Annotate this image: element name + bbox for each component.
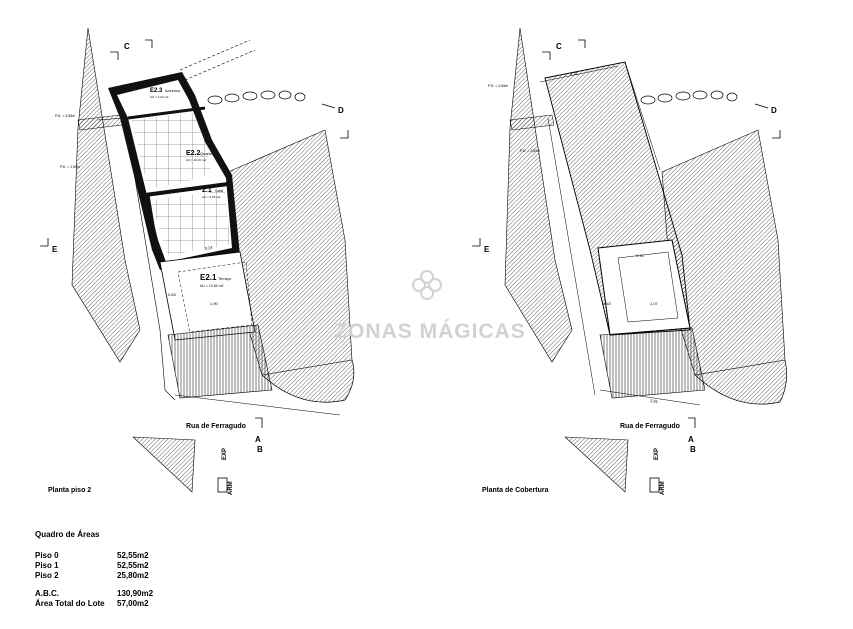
left-arm-exp-markers: ARM EXP xyxy=(217,448,234,495)
left-internal-wall-3 xyxy=(146,194,160,256)
areas-row: Piso 2 25,80m2 xyxy=(35,571,153,581)
left-marker-arm: ARM xyxy=(228,481,234,495)
right-dim-1: 3.72 xyxy=(570,71,579,76)
left-plan: C D E A B P.D. = 2,65m P.D. = 2,60m E2.3… xyxy=(40,27,355,495)
left-internal-wall-2 xyxy=(144,182,229,197)
left-room-e22-code: E2.2 xyxy=(186,150,201,157)
right-dim-3: 0.63 xyxy=(603,301,612,306)
left-stepping-stones xyxy=(207,90,306,105)
right-marker-exp: EXP xyxy=(654,448,660,460)
left-room-21-name: Sala xyxy=(215,188,224,193)
areas-total-value: 130,90m2 xyxy=(117,589,154,598)
left-section-e: E xyxy=(52,245,58,254)
left-south-patio xyxy=(167,324,273,399)
areas-total-row: A.B.C. 130,90m2 xyxy=(35,589,153,599)
right-marker-arm: ARM xyxy=(660,481,666,495)
areas-table-title: Quadro de Áreas xyxy=(35,530,100,539)
right-level-label-1: P.D. = 2,65m xyxy=(488,84,508,88)
right-terrace-inner xyxy=(617,251,679,323)
right-dim-5: 2.91 xyxy=(650,398,659,404)
left-room-grid-upper xyxy=(132,112,212,190)
left-north-road-edge xyxy=(179,39,256,81)
left-room-e22-area: AU = 10,15 m2 xyxy=(186,158,206,162)
left-dim-3: 3.14 xyxy=(204,245,213,251)
areas-row-label: Piso 1 xyxy=(35,561,59,570)
right-street-label: Rua de Ferragudo xyxy=(620,423,680,430)
left-section-b: B xyxy=(257,445,263,454)
left-room-21-area: AU = 2,95 m2 xyxy=(202,195,221,199)
right-plan-title: Planta de Cobertura xyxy=(482,487,549,494)
watermark-text: ZONAS MÁGICAS xyxy=(334,320,526,343)
right-section-markers xyxy=(472,39,781,428)
right-neighbour-north-strip xyxy=(509,114,555,131)
left-level-label-2: P.D. = 2,60m xyxy=(60,165,80,169)
left-lot-boundary xyxy=(97,117,176,401)
right-south-patio xyxy=(599,327,706,399)
left-room-21-code: 2.1 xyxy=(202,187,212,194)
left-section-a: A xyxy=(255,435,261,444)
areas-row-value: 52,55m2 xyxy=(117,561,149,570)
right-section-c: C xyxy=(556,42,562,51)
left-plan-title: Planta piso 2 xyxy=(48,487,91,494)
left-section-c: C xyxy=(124,42,130,51)
left-room-e23-name: Arrumos xyxy=(165,88,180,93)
watermark: ZONAS MÁGICAS xyxy=(330,268,530,348)
left-room-e21-area: AU = 10,54 m2 xyxy=(200,284,223,288)
right-section-e: E xyxy=(484,245,490,254)
left-neighbour-south xyxy=(132,436,196,493)
areas-row: Piso 1 52,55m2 xyxy=(35,561,153,571)
areas-total-label: A.B.C. xyxy=(35,589,59,598)
right-section-d: D xyxy=(771,106,777,115)
left-south-curve xyxy=(261,359,355,403)
areas-total-value: 57,00m2 xyxy=(117,599,149,608)
right-stepping-stones xyxy=(640,90,738,105)
left-room-e23-area: AU = 4,14 m2 xyxy=(150,95,169,99)
left-street-label: Rua de Ferragudo xyxy=(186,423,246,430)
right-neighbour-south xyxy=(564,436,629,493)
areas-row-label: Piso 2 xyxy=(35,571,59,580)
right-arm-exp-markers: ARM EXP xyxy=(649,448,666,495)
areas-row-value: 52,55m2 xyxy=(117,551,149,560)
areas-row: Piso 0 52,55m2 xyxy=(35,551,153,561)
right-south-curve xyxy=(694,359,787,405)
left-internal-wall-1 xyxy=(127,106,206,120)
areas-table: Quadro de Áreas Piso 0 52,55m2 Piso 1 52,5… xyxy=(35,530,153,609)
left-level-label-1: P.D. = 2,65m xyxy=(55,114,75,118)
right-dimension-lines xyxy=(539,61,701,406)
left-marker-exp: EXP xyxy=(222,448,228,460)
left-neighbour-west xyxy=(71,27,141,363)
left-room-e23-code: E2.3 xyxy=(150,88,163,94)
watermark-logo-icon xyxy=(412,270,442,300)
left-room-grid-lower xyxy=(150,190,230,255)
left-room-e22-name: Quarto xyxy=(200,151,213,156)
areas-row-label: Piso 0 xyxy=(35,551,59,560)
left-dim-1: 1.90 xyxy=(210,301,219,306)
left-dim-2: 0.63 xyxy=(168,292,177,297)
right-dim-4: 1.07 xyxy=(650,301,659,306)
left-section-markers xyxy=(40,39,349,428)
left-room-e21-name: Terraço xyxy=(218,276,232,281)
areas-total-label: Área Total do Lote xyxy=(35,599,105,608)
left-room-e21-code: E2.1 xyxy=(200,273,217,282)
left-terrace-inner xyxy=(177,261,253,333)
right-dim-2: 3.16 xyxy=(636,253,645,258)
right-section-a: A xyxy=(688,435,694,444)
areas-total-row: Área Total do Lote 57,00m2 xyxy=(35,599,153,609)
right-level-label-2: P.D. = 2,60m xyxy=(520,149,540,153)
right-neighbour-west xyxy=(504,27,573,363)
left-section-d: D xyxy=(338,106,344,115)
left-boundary-south xyxy=(174,394,341,416)
right-plan: C D E A B P.D. = 2,65m P.D. = 2,60m 3.72… xyxy=(472,27,787,495)
areas-row-value: 25,80m2 xyxy=(117,571,149,580)
right-section-b: B xyxy=(690,445,696,454)
